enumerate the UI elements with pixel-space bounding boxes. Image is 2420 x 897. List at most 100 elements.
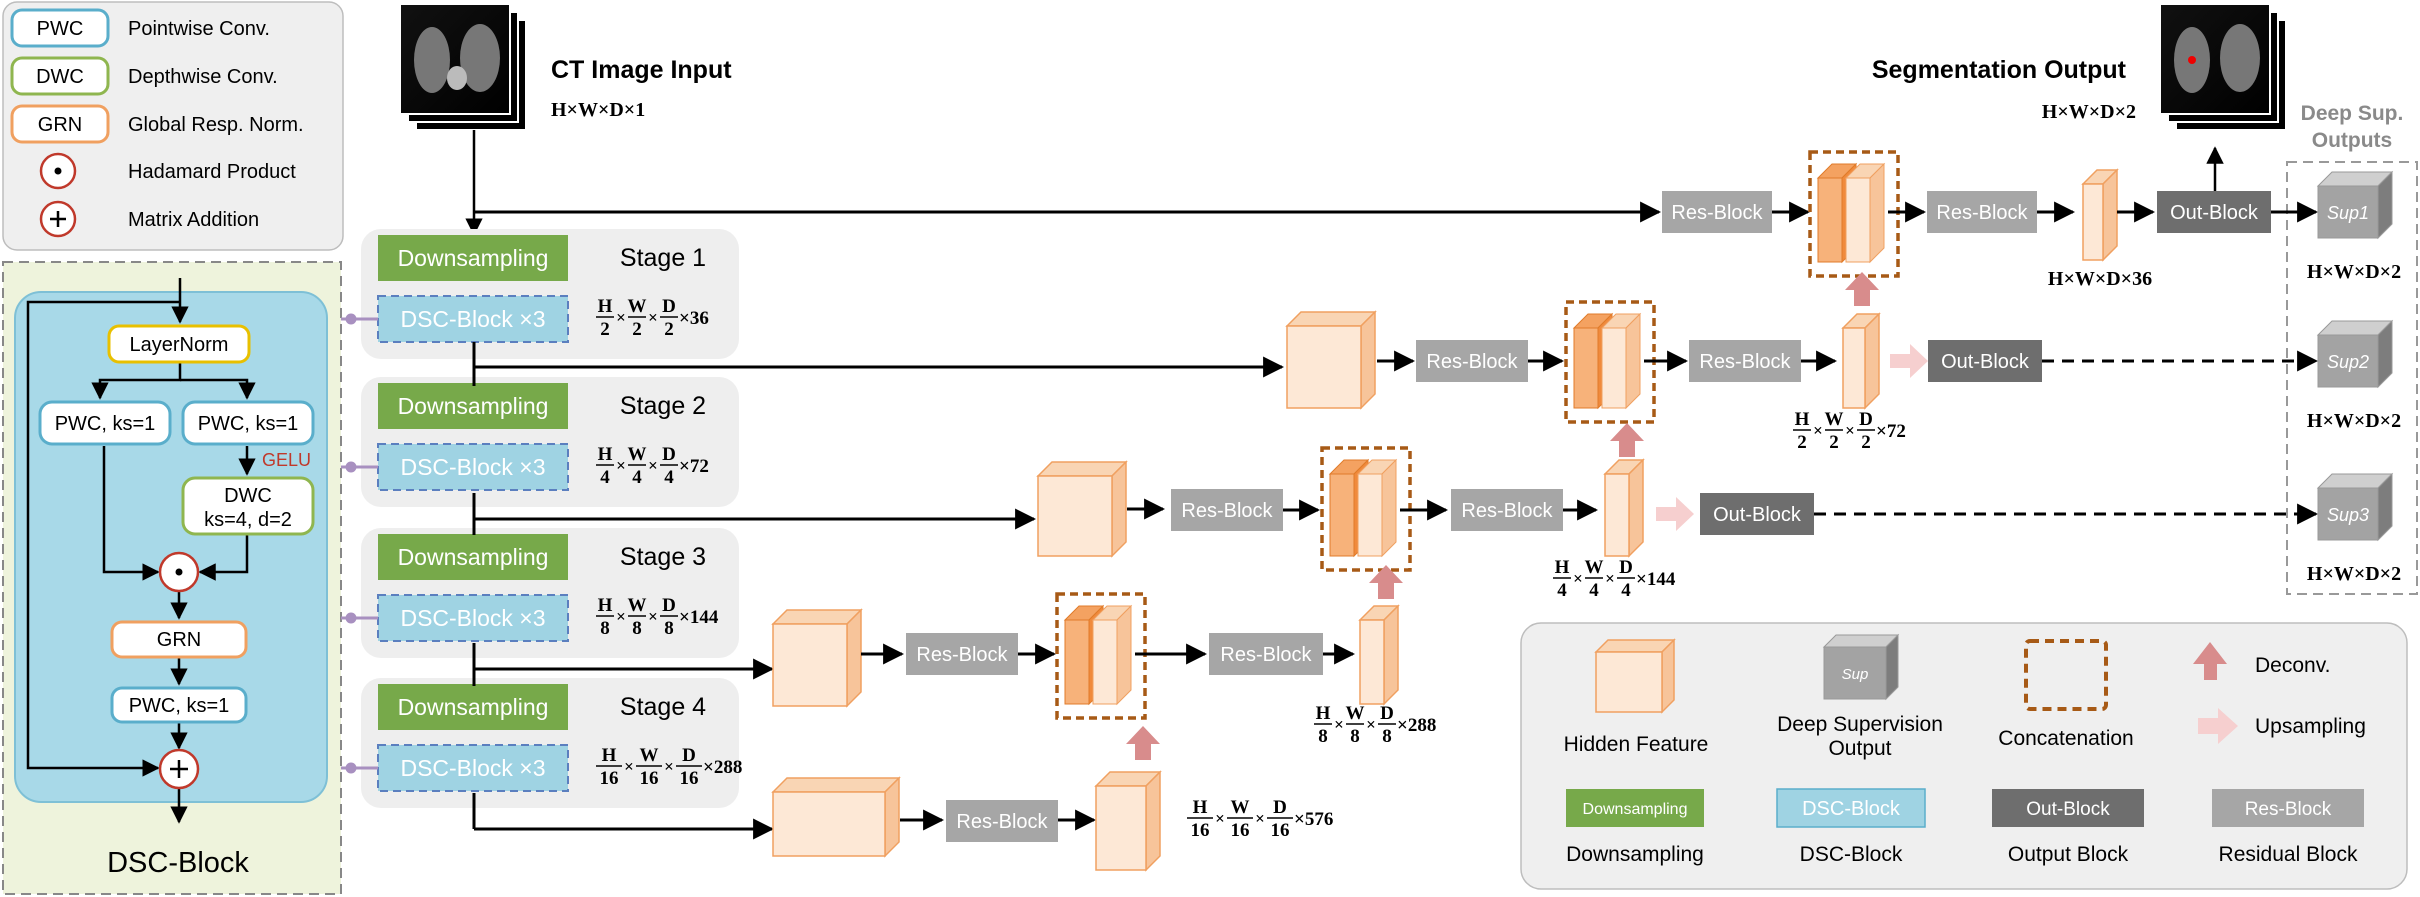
legend-hidden-feature-label: Hidden Feature [1564, 733, 1709, 756]
legend-upsampling: Upsampling [2198, 708, 2366, 744]
input-title: CT Image Input [551, 56, 732, 84]
dims-half: H2×W2×D2×72 [1793, 409, 1906, 453]
svg-text:8: 8 [632, 618, 642, 639]
svg-text:2: 2 [664, 319, 674, 340]
pwc-left-label: PWC, ks=1 [55, 413, 156, 435]
layernorm-block [107, 324, 251, 364]
dsc-label: DSC-Block ×3 [400, 605, 545, 631]
svg-text:H×W×D×2: H×W×D×2 [2307, 563, 2401, 585]
svg-text:×: × [1366, 715, 1376, 734]
svg-text:Res-Block: Res-Block [1699, 351, 1791, 373]
concatenation-group [1320, 446, 1412, 572]
upsampling-arrow [1890, 344, 1928, 378]
svg-text:×576: ×576 [1294, 809, 1333, 830]
dsc-label: DSC-Block ×3 [400, 306, 545, 332]
svg-text:W: W [628, 595, 647, 616]
svg-text:×288: ×288 [1397, 715, 1436, 736]
res-block: Res-Block [1416, 340, 1528, 382]
svg-text:×: × [624, 757, 634, 776]
stage-name: Stage 3 [620, 543, 706, 571]
svg-text:Res-Block: Res-Block [1461, 500, 1553, 522]
svg-text:×36: ×36 [679, 308, 709, 329]
res-block: Res-Block [1662, 191, 1772, 233]
svg-text:×: × [1605, 569, 1615, 588]
dsc-block-detail: LayerNorm PWC, ks=1 PWC, ks=1 GELU DWC k… [2, 261, 342, 895]
pwc-bottom-label: PWC, ks=1 [129, 695, 230, 717]
input-dims: H×W×D×1 [551, 99, 645, 121]
legend-dwc-desc: Depthwise Conv. [128, 66, 278, 88]
svg-text:H×W×D×2: H×W×D×2 [2307, 261, 2401, 283]
dsc-block-title: DSC-Block [107, 847, 249, 879]
svg-text:H: H [602, 745, 617, 766]
svg-text:×: × [1573, 569, 1583, 588]
res-block: Res-Block [1451, 489, 1563, 531]
svg-text:×: × [616, 308, 626, 327]
grn-label: GRN [157, 629, 201, 651]
svg-text:8: 8 [1382, 726, 1392, 747]
svg-text:H: H [598, 444, 613, 465]
res-block: Res-Block [1209, 633, 1323, 675]
svg-text:16: 16 [1231, 820, 1250, 841]
segmentation-output: Segmentation Output H×W×D×2 [1872, 3, 2287, 131]
dsc-label: DSC-Block ×3 [400, 454, 545, 480]
output-dims: H×W×D×2 [2042, 101, 2136, 123]
layernorm-label: LayerNorm [130, 334, 229, 356]
feature-cube [1603, 458, 1645, 558]
concatenation-group [1055, 592, 1147, 720]
legend-top: PWC Pointwise Conv. DWC Depthwise Conv. … [2, 1, 344, 251]
output-feature [2081, 168, 2119, 262]
stage-dims: H8×W8×D8×144 [596, 595, 719, 639]
stage-name: Stage 1 [620, 244, 706, 272]
svg-text:16: 16 [1271, 820, 1290, 841]
svg-text:D: D [1273, 797, 1287, 818]
svg-text:×144: ×144 [679, 607, 719, 628]
legend-grn-desc: Global Resp. Norm. [128, 114, 304, 136]
svg-text:4: 4 [1557, 580, 1567, 601]
dsc-block [377, 744, 569, 792]
feature-cube [1358, 604, 1400, 706]
deep-sup-title-1: Deep Sup. [2301, 102, 2404, 125]
svg-text:D: D [662, 444, 676, 465]
legend-res-block: Res-Block Residual Block [2212, 789, 2364, 866]
deep-sup-outputs: Deep Sup. Outputs [2286, 102, 2418, 595]
pwc-right-label: PWC, ks=1 [198, 413, 299, 435]
svg-text:×: × [648, 607, 658, 626]
svg-text:×: × [648, 456, 658, 475]
legend-downsampling-box: Downsampling [1583, 801, 1688, 818]
legend-hidden-feature: Hidden Feature [1564, 638, 1709, 756]
svg-text:D: D [662, 595, 676, 616]
svg-text:D: D [1380, 703, 1394, 724]
out-block: Out-Block [1700, 493, 1814, 535]
dims-sixteenth: H16×W16×D16×576 [1187, 797, 1333, 841]
legend-sup-icon-label: Sup [1842, 666, 1869, 683]
concatenation-group [1808, 150, 1900, 278]
downsampling-block [378, 383, 568, 429]
deconv-arrow [1610, 423, 1644, 457]
dsc-block [377, 443, 569, 491]
feature-cube [1841, 312, 1881, 410]
svg-text:16: 16 [640, 768, 659, 789]
svg-text:H: H [1193, 797, 1208, 818]
stage-name: Stage 4 [620, 693, 706, 721]
legend-dsc: DSC-Block DSC-Block [1776, 788, 1926, 866]
downsampling-label: Downsampling [398, 694, 549, 720]
bottleneck-feature [1094, 770, 1162, 872]
svg-text:H: H [598, 595, 613, 616]
ct-input: CT Image Input H×W×D×1 [399, 3, 732, 131]
svg-text:×144: ×144 [1636, 569, 1676, 590]
legend-pwc-desc: Pointwise Conv. [128, 18, 270, 40]
svg-text:×: × [616, 607, 626, 626]
dsc-label: DSC-Block ×3 [400, 755, 545, 781]
svg-text:H: H [1316, 703, 1331, 724]
svg-text:D: D [682, 745, 696, 766]
legend-concatenation-label: Concatenation [1998, 727, 2133, 750]
svg-text:D: D [1619, 557, 1633, 578]
svg-text:×: × [1845, 421, 1855, 440]
svg-text:H: H [1555, 557, 1570, 578]
res-block: Res-Block [906, 633, 1018, 675]
svg-text:2: 2 [632, 319, 642, 340]
